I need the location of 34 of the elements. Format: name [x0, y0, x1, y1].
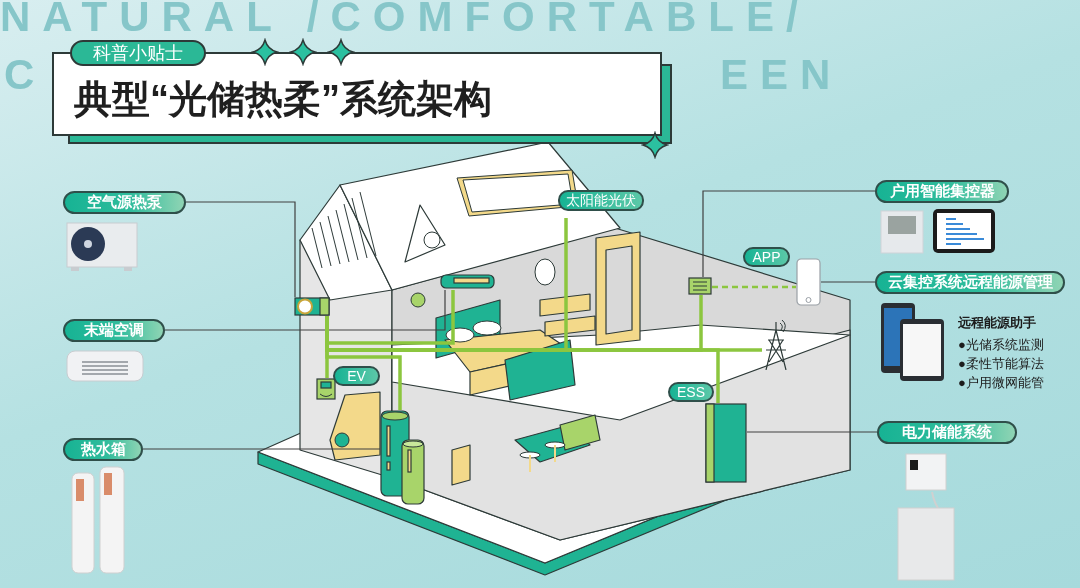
controller-drawing: [688, 277, 712, 295]
water-tank-drawing: [380, 410, 425, 505]
battery-cabinet-drawing: [705, 403, 747, 483]
indoor-unit-drawing: [440, 272, 495, 290]
label-pill: ESS: [668, 382, 714, 402]
label-pill: EV: [333, 366, 380, 386]
label-pill: 云集控系统远程能源管理: [875, 271, 1065, 294]
label-pill: 太阳能光伏: [558, 190, 644, 211]
background-lettering: NATURAL /COMFORTABLE/: [0, 0, 810, 38]
phone-icon: [796, 258, 821, 306]
pylon-icon: [762, 318, 790, 370]
leader-line: [820, 281, 876, 283]
tag-label: 科普小贴士: [70, 40, 206, 66]
wireless-link: [712, 285, 796, 289]
list-heading: 远程能源助手: [958, 314, 1036, 332]
list-item: ●户用微网能管: [958, 374, 1044, 392]
label-pill: 热水箱: [63, 438, 143, 461]
title-text: 典型“光储热柔”系统架构: [74, 77, 492, 122]
list-item: ●柔性节能算法: [958, 355, 1044, 373]
leader-line: [164, 289, 446, 331]
leader-line: [702, 190, 876, 278]
list-item: ●光储系统监测: [958, 336, 1044, 354]
label-pill: 末端空调: [63, 319, 165, 342]
label-pill: 空气源热泵: [63, 191, 186, 214]
wall-charger-drawing: [316, 378, 336, 400]
label-pill: 电力储能系统: [877, 421, 1017, 444]
heat-pump-unit-drawing: [294, 297, 330, 316]
background-lettering: C: [4, 54, 47, 96]
leader-line: [746, 431, 878, 433]
label-pill: 户用智能集控器: [875, 180, 1009, 203]
leader-line: [142, 448, 381, 450]
leader-line: [185, 201, 296, 298]
label-pill: APP: [743, 247, 790, 267]
background-lettering: EEN: [720, 54, 843, 96]
